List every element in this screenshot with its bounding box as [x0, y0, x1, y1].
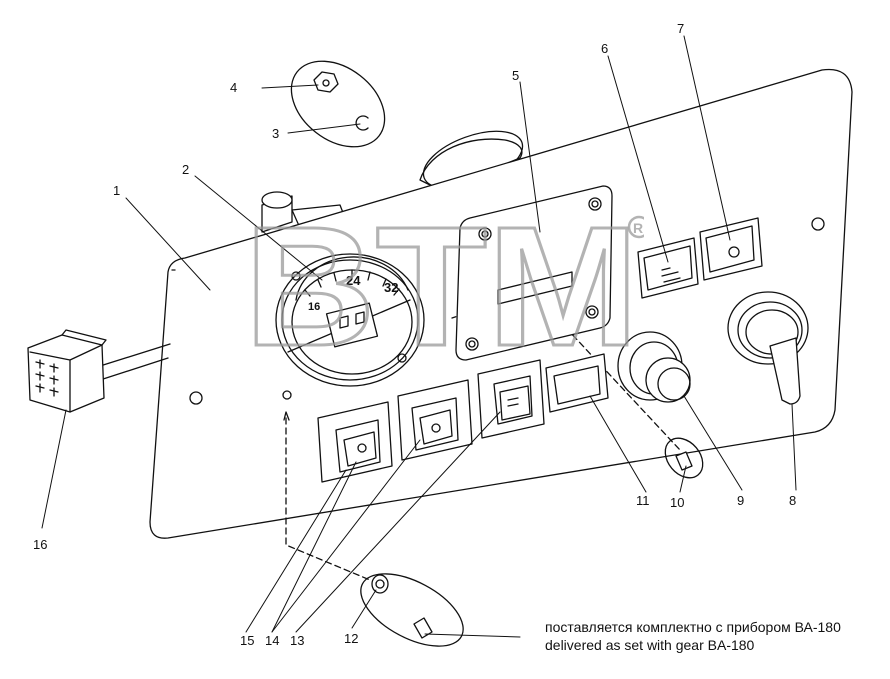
callout-5: 5	[512, 68, 520, 83]
callout-15: 15	[240, 633, 255, 648]
svg-text:BTM: BTM	[244, 205, 639, 365]
callout-14: 14	[265, 633, 280, 648]
callout-11: 11	[636, 493, 650, 508]
push-button-9	[617, 331, 691, 403]
arrow-up-left	[283, 411, 290, 421]
callout-7: 7	[677, 21, 685, 36]
callout-13: 13	[290, 633, 305, 648]
screw-10	[664, 437, 704, 479]
mount-hole	[282, 390, 292, 400]
gauge-scale-32: 32	[384, 280, 398, 295]
switch-7	[699, 217, 763, 281]
oval-washer-screw-12	[360, 573, 464, 647]
toggle-switch-8	[727, 291, 809, 405]
callout-8: 8	[789, 493, 797, 508]
assembly-dash-left	[285, 417, 371, 581]
callout-12: 12	[344, 631, 359, 646]
gauge-scale-24: 24	[346, 273, 361, 288]
gauge-scale-16: 16	[308, 301, 320, 313]
switch-15	[317, 401, 393, 483]
delivery-note-ru: поставляется комплектно с прибором ВА-18…	[545, 619, 841, 635]
connector-16	[27, 329, 107, 413]
oval-nut-washer	[290, 60, 386, 148]
button-11	[545, 353, 609, 413]
callout-9: 9	[737, 493, 745, 508]
callout-10: 10	[670, 495, 685, 510]
callout-16: 16	[33, 537, 48, 552]
callout-3: 3	[272, 126, 280, 141]
switch-13	[477, 359, 545, 439]
voltmeter-gauge	[275, 253, 425, 387]
callout-4: 4	[230, 80, 238, 95]
svg-text:R: R	[633, 220, 643, 236]
switch-14	[397, 379, 473, 461]
delivery-note-en: delivered as set with gear BA-180	[545, 637, 755, 653]
assembly-dash-right	[483, 239, 681, 451]
btm-watermark-logo: BTM R	[244, 205, 644, 365]
leader-lines	[41, 35, 797, 638]
callout-6: 6	[601, 41, 609, 56]
callout-2: 2	[182, 162, 190, 177]
wire-harness	[99, 343, 171, 381]
callout-1: 1	[113, 183, 121, 198]
display-plate-5	[455, 185, 613, 361]
switch-6	[637, 237, 699, 299]
